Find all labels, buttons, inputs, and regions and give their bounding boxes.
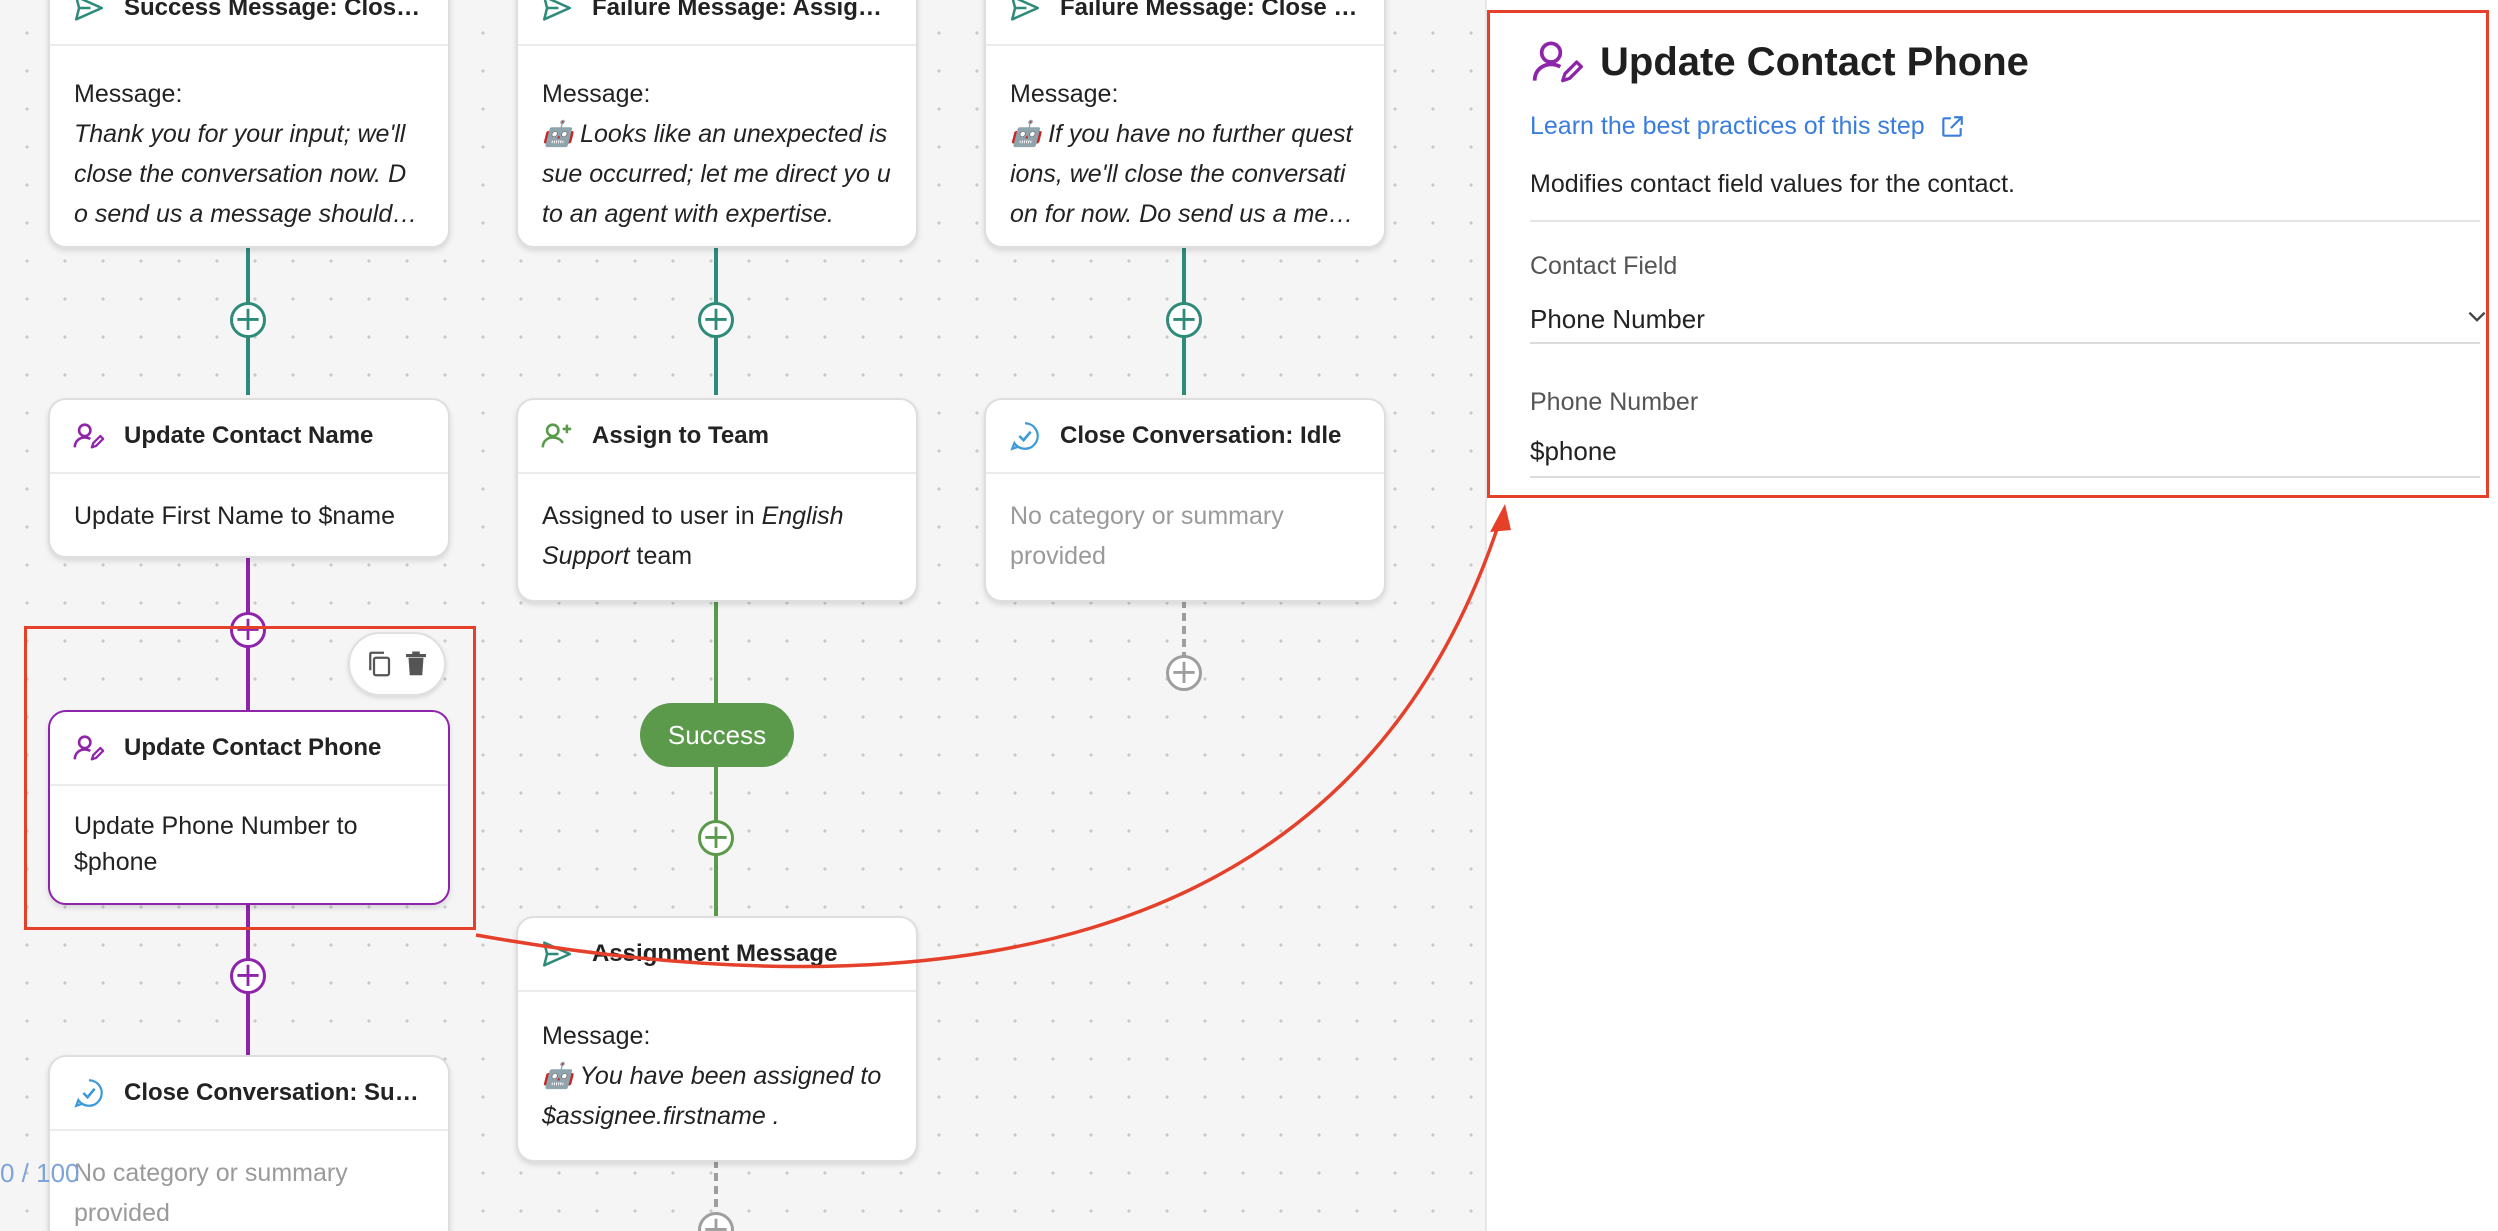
contact-edit-icon: [73, 735, 105, 761]
add-step-button[interactable]: +: [230, 302, 266, 338]
card-title: Assignment Message: [592, 940, 838, 967]
close-conversation-idle-card[interactable]: Close Conversation: Idle No category or …: [984, 398, 1386, 602]
best-practices-link-label: Learn the best practices of this step: [1530, 112, 1925, 140]
success-branch-label[interactable]: Success: [640, 703, 794, 767]
card-body-text: No category or summary provided: [1010, 502, 1284, 570]
card-body-text: No category or summary provided: [74, 1159, 348, 1227]
properties-panel: [1485, 0, 2498, 1231]
chat-check-icon: [74, 1079, 103, 1108]
phone-number-value: $phone: [1530, 436, 1617, 466]
card-title: Failure Message: Assign…: [592, 0, 894, 21]
card-title: Update Contact Name: [124, 422, 374, 449]
send-icon: [542, 941, 572, 967]
contact-field-value: Phone Number: [1530, 304, 1705, 334]
best-practices-link[interactable]: Learn the best practices of this step: [1530, 112, 1965, 141]
message-label: Message:: [542, 1022, 651, 1050]
add-step-button[interactable]: +: [1166, 302, 1202, 338]
message-text: Thank you for your input; we'll close th…: [74, 120, 418, 228]
contact-field-select[interactable]: Phone Number: [1530, 296, 2486, 342]
divider: [1530, 220, 2480, 222]
robot-emoji: 🤖: [542, 1062, 574, 1090]
contact-edit-icon: [1532, 41, 1583, 83]
close-conversation-success-card[interactable]: Close Conversation: Suc… No category or …: [48, 1055, 450, 1231]
contact-edit-icon: [73, 423, 105, 449]
message-label: Message:: [1010, 80, 1119, 108]
failure-message-close-card[interactable]: Failure Message: Close … Message: 🤖 If y…: [984, 0, 1386, 248]
panel-title: Update Contact Phone: [1600, 39, 2029, 84]
trash-icon[interactable]: [401, 649, 431, 679]
card-title: Close Conversation: Suc…: [124, 1079, 426, 1106]
person-add-icon: [541, 423, 572, 448]
robot-emoji: 🤖: [1010, 120, 1042, 148]
card-body-text: Update Phone Number to $phone: [74, 812, 358, 876]
success-message-card[interactable]: Success Message: Clos… Message: Thank yo…: [48, 0, 450, 248]
chat-check-icon: [1010, 422, 1039, 451]
send-icon: [1010, 0, 1040, 21]
assign-body-suffix: team: [629, 542, 693, 570]
input-underline: [1530, 476, 2480, 478]
add-step-button[interactable]: +: [698, 1212, 734, 1231]
connector-dashed: [714, 1160, 718, 1220]
add-step-button[interactable]: +: [230, 958, 266, 994]
flow-canvas[interactable]: + + + + + + + + Success Message: Clos… M…: [0, 0, 1485, 1231]
message-text: If you have no further quest ions, we'll…: [1010, 120, 1354, 228]
send-icon: [542, 0, 572, 21]
card-title: Failure Message: Close …: [1060, 0, 1358, 21]
message-label: Message:: [74, 80, 183, 108]
add-step-button[interactable]: +: [1166, 655, 1202, 691]
message-label: Message:: [542, 80, 651, 108]
highlight-box: [24, 626, 476, 930]
add-step-button[interactable]: +: [698, 302, 734, 338]
send-icon: [74, 0, 104, 21]
assign-body-prefix: Assigned to user in: [542, 502, 762, 530]
add-step-button[interactable]: +: [698, 820, 734, 856]
chevron-down-icon: [2468, 311, 2486, 322]
update-contact-phone-card[interactable]: Update Contact Phone Update Phone Number…: [48, 710, 450, 905]
panel-header: Update Contact Phone: [1530, 34, 2029, 90]
character-counter: 0 / 100: [0, 1158, 80, 1188]
card-body-text: Update First Name to $name: [74, 502, 395, 530]
copy-icon[interactable]: [364, 649, 394, 679]
phone-number-input[interactable]: $phone: [1530, 430, 2480, 476]
contact-field-label: Contact Field: [1530, 252, 1678, 280]
failure-message-assign-card[interactable]: Failure Message: Assign… Message: 🤖 Look…: [516, 0, 918, 248]
select-underline: [1530, 342, 2480, 344]
card-title: Assign to Team: [592, 422, 769, 449]
node-toolbar: [348, 632, 446, 696]
assignment-message-card[interactable]: Assignment Message Message: 🤖 You have b…: [516, 916, 918, 1162]
highlight-box: [1487, 10, 2489, 498]
connector-dashed: [1182, 600, 1186, 660]
assign-to-team-card[interactable]: Assign to Team Assigned to user in Engli…: [516, 398, 918, 602]
message-text: Looks like an unexpected is sue occurred…: [542, 120, 891, 228]
message-text: You have been assigned to $assignee.firs…: [542, 1062, 882, 1130]
phone-number-label: Phone Number: [1530, 388, 1699, 416]
card-title: Success Message: Clos…: [124, 0, 421, 21]
card-title: Close Conversation: Idle: [1060, 422, 1342, 449]
robot-emoji: 🤖: [542, 120, 574, 148]
panel-description: Modifies contact field values for the co…: [1530, 170, 2015, 198]
external-link-icon: [1941, 115, 1963, 137]
update-contact-name-card[interactable]: Update Contact Name Update First Name to…: [48, 398, 450, 558]
